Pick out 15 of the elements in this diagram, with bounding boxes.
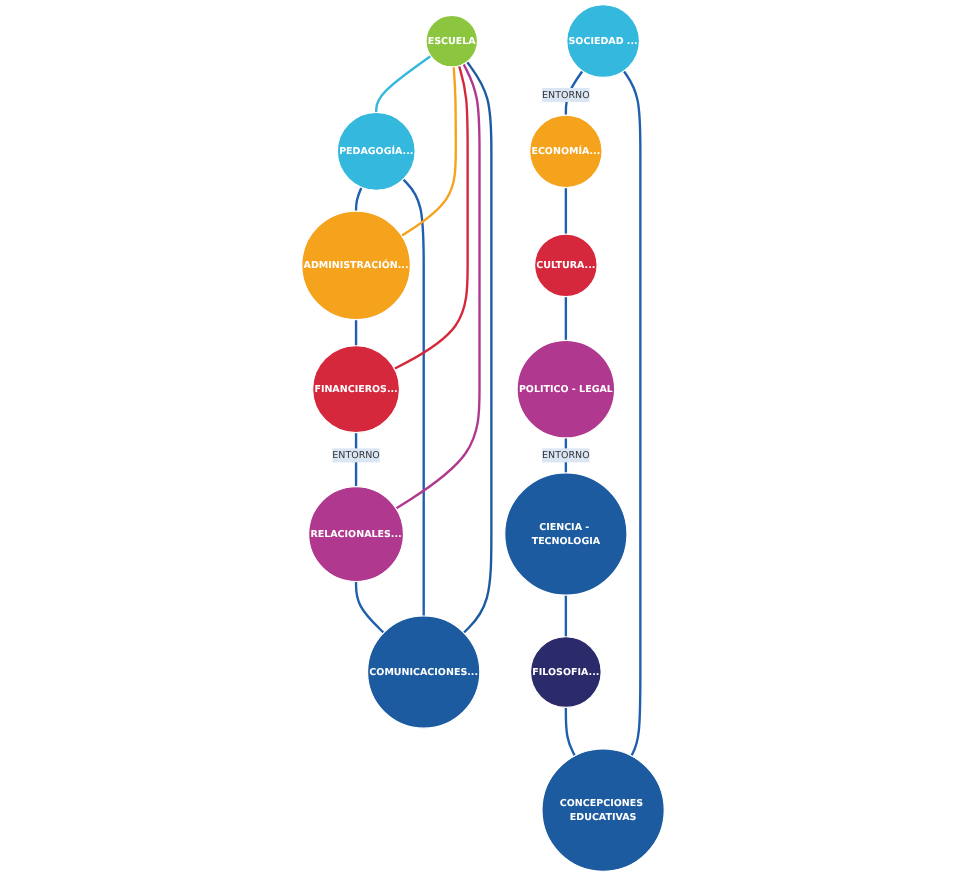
connector <box>564 595 568 637</box>
connector <box>564 70 584 116</box>
connector <box>564 296 568 341</box>
connector <box>395 63 481 510</box>
connector <box>375 55 432 113</box>
connector <box>400 66 457 237</box>
connector <box>564 707 576 757</box>
connector <box>354 581 385 634</box>
connector <box>564 187 568 235</box>
connector <box>354 186 363 212</box>
connector <box>462 61 493 634</box>
connector <box>622 70 642 757</box>
connector <box>402 178 425 616</box>
connector <box>354 319 358 346</box>
connector <box>393 65 469 370</box>
